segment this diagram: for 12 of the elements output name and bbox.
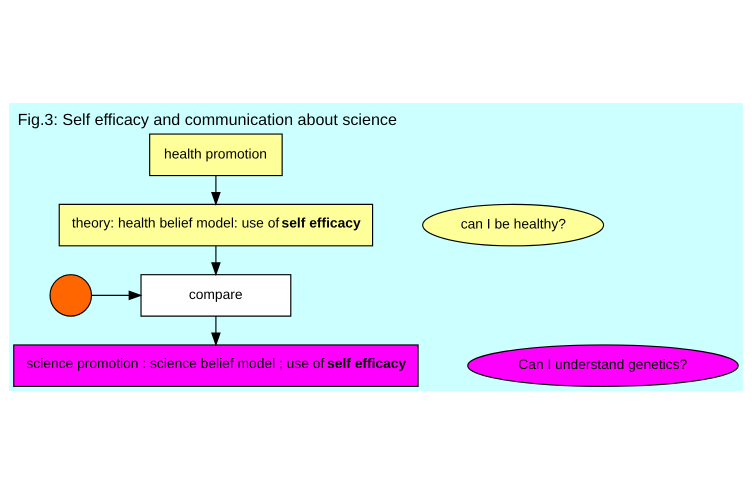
node-box: theory: health belief model: use of self efficacy [58, 203, 374, 246]
arrow [92, 290, 142, 300]
node-circle [49, 274, 92, 316]
node-ellipse: Can I understand genetics? [467, 344, 739, 386]
arrow [211, 316, 221, 346]
node-ellipse: can I be healthy? [422, 203, 604, 246]
diagram-title: Fig.3: Self efficacy and communication about science [18, 110, 397, 129]
arrow [211, 175, 221, 206]
node-box: science promotion : science belief model ; use of self efficacy [13, 344, 419, 386]
node-box: health promotion [149, 133, 283, 176]
arrow [211, 245, 221, 276]
node-box: compare [140, 274, 292, 316]
